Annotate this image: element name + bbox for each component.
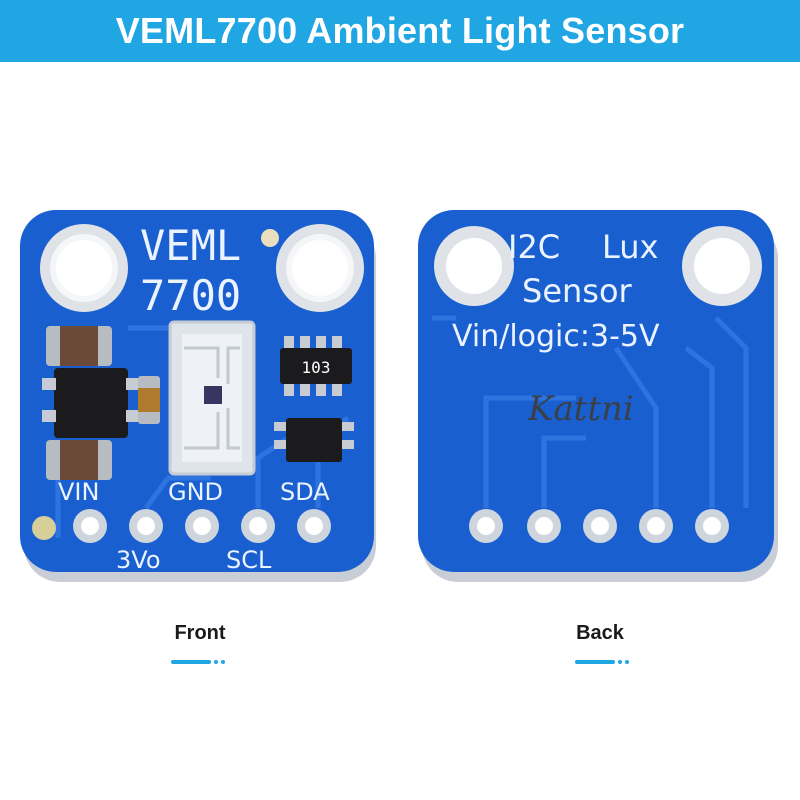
front-caption: Front	[174, 622, 226, 644]
back-signature: Kattni	[527, 389, 634, 429]
back-pin-pad	[639, 509, 673, 543]
back-pin-pad	[695, 509, 729, 543]
front-board-svg: VEML 7700	[20, 210, 376, 582]
front-pin-label-vin: VIN	[58, 478, 99, 506]
front-pin-pad	[297, 509, 331, 543]
front-pin-pads	[73, 509, 331, 543]
back-pin-pad	[469, 509, 503, 543]
front-transistor	[274, 418, 354, 462]
front-light-sensor	[168, 320, 256, 476]
front-pin-label-3vo: 3Vo	[116, 546, 161, 574]
front-regulator-chip	[42, 368, 140, 438]
front-board-image: VEML 7700	[18, 208, 382, 588]
front-pin-label-sda: SDA	[280, 478, 330, 506]
front-pin-pad	[129, 509, 163, 543]
front-caption-underline	[171, 660, 225, 664]
front-pin-label-scl: SCL	[226, 546, 272, 574]
back-caption-underline	[575, 660, 629, 664]
front-pin-label-gnd: GND	[168, 478, 223, 506]
back-mount-hole-right	[682, 226, 762, 306]
back-board-svg: I2C Lux Sensor Vin/logic:3-5V Kattni	[418, 210, 778, 582]
back-traces	[432, 315, 749, 508]
back-label-vin-logic: Vin/logic:3-5V	[452, 319, 660, 354]
front-via-bottom	[32, 516, 56, 540]
front-via	[261, 229, 279, 247]
back-mount-hole-left	[434, 226, 514, 306]
back-pin-pad	[527, 509, 561, 543]
page-title: VEML7700 Ambient Light Sensor	[115, 10, 685, 51]
back-label-lux: Lux	[602, 228, 658, 266]
back-pin-pad	[583, 509, 617, 543]
front-pin-pad	[185, 509, 219, 543]
front-pin-pad	[73, 509, 107, 543]
front-mount-hole-right	[276, 224, 364, 312]
front-chip-line1: VEML	[140, 221, 241, 270]
back-pin-pads	[469, 509, 729, 543]
front-small-capacitor	[138, 376, 160, 424]
front-pin-pad	[241, 509, 275, 543]
front-capacitor-bottom	[46, 440, 112, 480]
back-board-pcb	[418, 210, 774, 572]
back-caption: Back	[576, 622, 624, 644]
back-label-i2c: I2C	[508, 228, 560, 266]
title-banner: VEML7700 Ambient Light Sensor	[0, 0, 800, 62]
front-capacitor-top	[46, 326, 112, 366]
front-resistor-code: 103	[302, 358, 331, 377]
front-resistor-network	[280, 336, 352, 396]
back-board-image: I2C Lux Sensor Vin/logic:3-5V Kattni	[416, 208, 782, 588]
front-chip-line2: 7700	[140, 271, 241, 320]
back-label-sensor: Sensor	[522, 272, 633, 310]
front-mount-hole-left	[40, 224, 128, 312]
